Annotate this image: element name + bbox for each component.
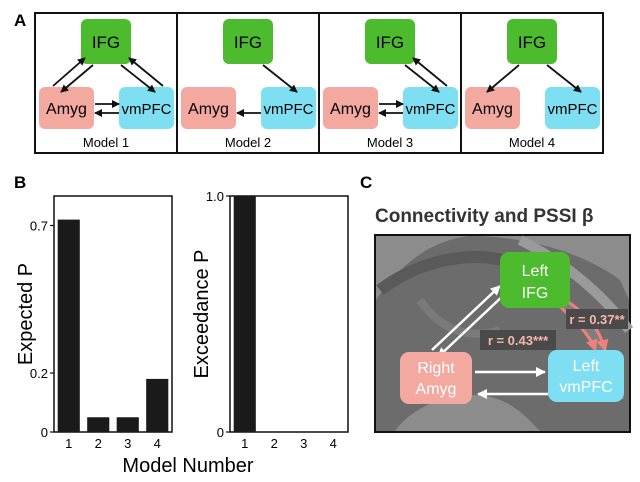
- plot-frame: [53, 195, 173, 433]
- y-tick-label: 1.0: [206, 189, 224, 204]
- model-label: Model 3: [367, 135, 413, 150]
- x-tick-label: 3: [124, 436, 131, 451]
- node-ifg: [81, 19, 131, 64]
- node-amyg-label: Amyg: [188, 101, 229, 118]
- x-tick-label: 3: [300, 436, 307, 451]
- x-axis-label: Model Number: [122, 455, 254, 477]
- bar: [116, 417, 139, 432]
- arrow-ifg-to-amyg: [437, 292, 507, 358]
- node-left-ifg-line2: IFG: [522, 285, 549, 302]
- arrow-ifg-to-vmpfc: [546, 64, 582, 93]
- node-left-ifg: [500, 252, 570, 308]
- x-tick-label: 4: [154, 436, 161, 451]
- exceedance-p-chart: 1 2 3 4 1.0 0 Exceedance P: [191, 189, 349, 451]
- node-left-vmpfc-line1: Left: [573, 358, 600, 375]
- node-vmpfc-label: vmPFC: [406, 101, 456, 118]
- y-tick-label: 0: [41, 425, 48, 440]
- connectivity-title: Connectivity and PSSI β: [375, 206, 594, 227]
- x-tick-label: 2: [271, 436, 278, 451]
- arrow-ifg-to-vmpfc: [262, 64, 298, 93]
- y-axis-label: Exceedance P: [191, 250, 213, 379]
- bar: [146, 378, 169, 432]
- node-ifg-label: IFG: [234, 33, 262, 52]
- y-axis-label: Expected P: [15, 263, 37, 365]
- node-amyg-label: Amyg: [472, 101, 513, 118]
- y-tick-label: 0: [217, 425, 224, 440]
- node-amyg: [39, 87, 94, 129]
- node-vmpfc-label: vmPFC: [122, 101, 172, 118]
- model-label: Model 2: [225, 135, 271, 150]
- brain-fold-2: [376, 251, 512, 295]
- model-3: IFG Amyg vmPFC Model 3: [323, 19, 458, 150]
- bar: [87, 417, 110, 432]
- x-tick-label: 1: [241, 436, 248, 451]
- r-label-amyg-vmpfc: r = 0.43***: [488, 333, 549, 348]
- bar: [57, 219, 80, 432]
- bar: [233, 196, 256, 432]
- node-left-ifg-line1: Left: [522, 263, 549, 280]
- arrow-amyg-to-ifg: [431, 285, 501, 351]
- arrow-vmpfc-to-ifg: [412, 57, 448, 87]
- node-amyg-label: Amyg: [46, 101, 87, 118]
- node-vmpfc-label: vmPFC: [264, 101, 314, 118]
- model-1: IFG Amyg vmPFC Model 1: [39, 19, 174, 150]
- arrow-ifg-to-amyg: [486, 64, 520, 93]
- panel-letter-b: B: [14, 173, 26, 192]
- node-right-amyg-line2: Amyg: [416, 381, 457, 398]
- panel-letter-a: A: [14, 11, 26, 30]
- node-ifg-label: IFG: [376, 33, 404, 52]
- y-tick-label: 0.2: [30, 366, 48, 381]
- plot-frame: [229, 195, 349, 433]
- node-vmpfc: [545, 87, 600, 129]
- node-amyg: [465, 87, 520, 129]
- node-vmpfc: [119, 87, 174, 129]
- node-left-vmpfc: [548, 350, 624, 402]
- node-amyg: [181, 87, 236, 129]
- node-right-amyg-line1: Right: [417, 360, 455, 377]
- node-ifg: [507, 19, 557, 64]
- model-label: Model 4: [509, 135, 555, 150]
- r-label-amyg-vmpfc-bg: [480, 330, 556, 350]
- r-label-ifg-vmpfc-bg: [566, 309, 628, 329]
- arrow-vmpfc-to-ifg: [128, 57, 164, 87]
- node-amyg-label: Amyg: [330, 101, 371, 118]
- arrow-ifg-to-vmpfc: [120, 64, 156, 93]
- node-vmpfc: [403, 87, 458, 129]
- node-ifg-label: IFG: [92, 33, 120, 52]
- r-label-ifg-vmpfc: r = 0.37**: [569, 312, 625, 327]
- model-label: Model 1: [83, 135, 129, 150]
- model-2: IFG Amyg vmPFC Model 2: [181, 19, 316, 150]
- x-tick-label: 2: [95, 436, 102, 451]
- node-vmpfc: [261, 87, 316, 129]
- node-right-amyg: [400, 352, 472, 404]
- model-4: IFG Amyg vmPFC Model 4: [465, 19, 600, 150]
- node-amyg: [323, 87, 378, 129]
- x-tick-label: 1: [65, 436, 72, 451]
- panel-letter-c: C: [360, 173, 372, 192]
- x-tick-label: 4: [330, 436, 337, 451]
- node-vmpfc-label: vmPFC: [548, 101, 598, 118]
- node-left-vmpfc-line2: vmPFC: [559, 379, 612, 396]
- arrow-ifg-to-vmpfc: [404, 64, 440, 93]
- y-tick-label: 0.7: [30, 219, 48, 234]
- arrow-amyg-to-ifg: [52, 57, 86, 87]
- expected-p-chart: 1 2 3 4 0.7 0.2 0 Expected P: [15, 195, 173, 451]
- node-ifg-label: IFG: [518, 33, 546, 52]
- arrow-ifg-to-amyg: [60, 64, 94, 93]
- node-ifg: [223, 19, 273, 64]
- node-ifg: [365, 19, 415, 64]
